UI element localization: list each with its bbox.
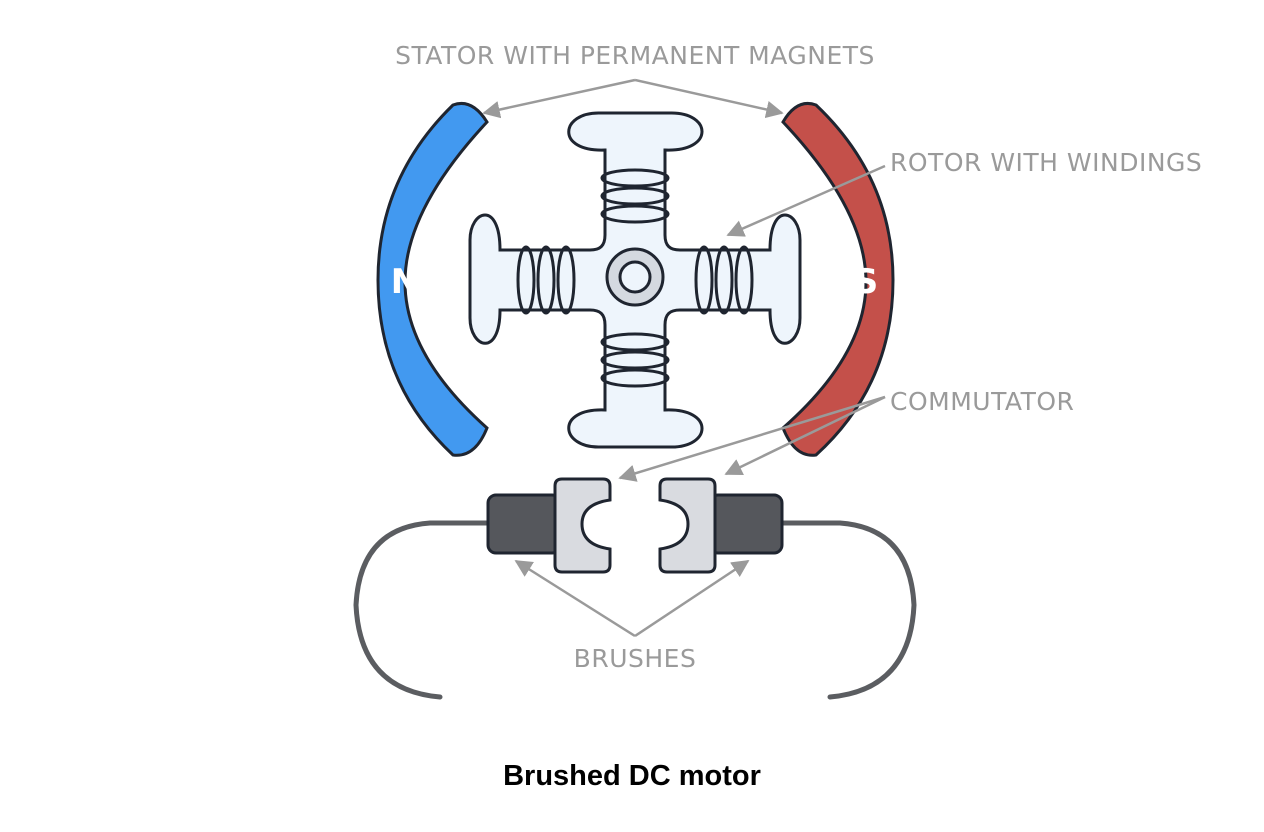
rotor-label: ROTOR WITH WINDINGS bbox=[890, 148, 1202, 177]
stator-arrows bbox=[482, 78, 784, 119]
bottom-winding bbox=[600, 332, 670, 388]
right-winding bbox=[694, 245, 754, 315]
rotor bbox=[468, 111, 802, 449]
south-pole-label: S bbox=[854, 262, 879, 302]
rotor-arrow bbox=[726, 164, 886, 237]
top-winding bbox=[600, 168, 670, 224]
figure-caption: Brushed DC motor bbox=[503, 760, 761, 792]
commutator-left-segment bbox=[553, 477, 612, 574]
brushes-arrows bbox=[514, 559, 750, 638]
brushes-label: BRUSHES bbox=[574, 644, 697, 673]
commutator-right-segment bbox=[658, 477, 717, 574]
commutator-label: COMMUTATOR bbox=[890, 387, 1074, 416]
north-pole-label: N bbox=[391, 262, 419, 302]
rotor-shaft bbox=[618, 260, 652, 294]
left-brush bbox=[486, 493, 562, 555]
commutator-arrows bbox=[618, 395, 886, 482]
right-brush bbox=[708, 493, 784, 555]
stator-label: STATOR WITH PERMANENT MAGNETS bbox=[395, 41, 875, 70]
north-magnet bbox=[376, 101, 489, 457]
left-winding bbox=[516, 245, 576, 315]
right-wire bbox=[779, 520, 917, 700]
left-wire bbox=[353, 520, 491, 700]
